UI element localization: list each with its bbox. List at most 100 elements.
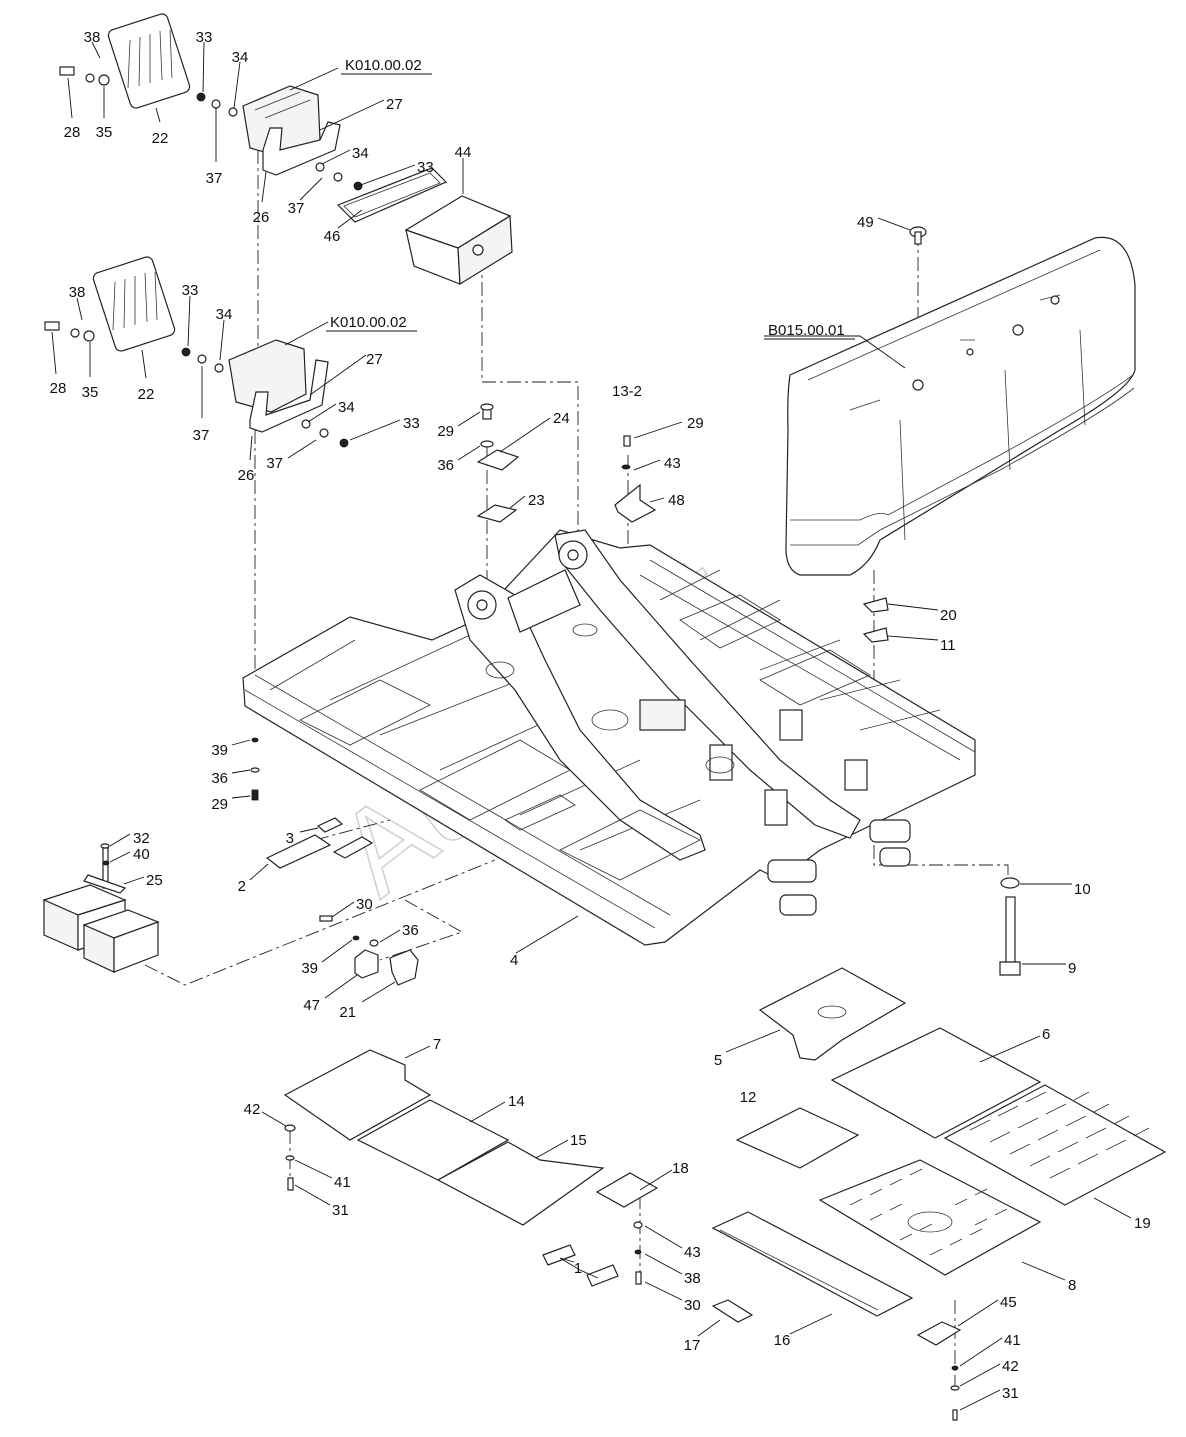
leader-line <box>644 1225 683 1249</box>
part-callout-label: 49 <box>857 214 874 231</box>
part-callout-label: 26 <box>238 467 255 484</box>
cover-box <box>336 167 513 286</box>
leader-line <box>959 1389 1001 1411</box>
part-callout-label: 37 <box>266 455 283 472</box>
part-callout-label: 38 <box>84 29 101 46</box>
part-callout-label: 33 <box>417 159 434 176</box>
part-callout-label: 34 <box>352 145 369 162</box>
part-callout-label: 32 <box>133 830 150 847</box>
leader-line <box>499 417 551 453</box>
part-callout-label: 33 <box>403 415 420 432</box>
leader-line <box>361 981 396 1003</box>
part-callout-label: 41 <box>334 1174 351 1191</box>
part-callout-label: 29 <box>687 415 704 432</box>
leader-line <box>764 335 906 369</box>
leader-line <box>877 217 911 231</box>
part-callout-label: 28 <box>64 124 81 141</box>
part-callout-label: 9 <box>1068 960 1076 977</box>
part-callout-label: 39 <box>301 960 318 977</box>
leader-line <box>457 411 481 427</box>
leader-line <box>309 354 367 396</box>
leader-line <box>141 349 147 379</box>
part-callout-label: 28 <box>50 380 67 397</box>
leader-line <box>559 1257 599 1279</box>
part-callout-label: 40 <box>133 846 150 863</box>
part-callout-label: 20 <box>940 607 957 624</box>
counterweight <box>785 226 1136 576</box>
part-callout-label: 48 <box>668 492 685 509</box>
leader-line <box>284 321 329 346</box>
leader-line <box>287 439 317 459</box>
leader-line <box>509 495 526 509</box>
leader-line <box>109 833 131 847</box>
small-parts <box>42 403 1167 1421</box>
leader-line <box>319 99 385 131</box>
leader-line <box>633 459 661 471</box>
leader-line <box>155 107 161 123</box>
leader-line <box>535 1139 569 1159</box>
leader-line <box>76 297 83 321</box>
leader-line <box>249 435 253 461</box>
leader-line <box>515 915 579 954</box>
leader-line <box>1093 1197 1132 1219</box>
part-callout-label: 7 <box>433 1036 441 1053</box>
part-callout-label: 23 <box>528 492 545 509</box>
part-callout-label: 6 <box>1042 1026 1050 1043</box>
leader-line <box>644 1253 683 1275</box>
part-callout-label: 29 <box>437 423 454 440</box>
leader-line <box>1021 1261 1066 1281</box>
part-callout-label: 33 <box>182 282 199 299</box>
part-callout-label: 21 <box>339 1004 356 1021</box>
part-callout-label: 42 <box>244 1101 261 1118</box>
part-callout-label: 35 <box>82 384 99 401</box>
leader-line <box>959 1337 1003 1367</box>
part-callout-label: 42 <box>1002 1358 1019 1375</box>
part-callout-label: 41 <box>1004 1332 1021 1349</box>
part-callout-label: 1 <box>574 1260 582 1277</box>
part-callout-label: 30 <box>684 1297 701 1314</box>
part-callout-label: 34 <box>216 306 233 323</box>
leader-line <box>337 209 363 229</box>
part-callout-label: 37 <box>193 427 210 444</box>
leader-line <box>299 827 319 833</box>
leader-line <box>979 1035 1041 1063</box>
part-callout-label: 19 <box>1134 1215 1151 1232</box>
leader-line <box>249 863 269 881</box>
part-callout-label: 38 <box>69 284 86 301</box>
work-light-upper <box>59 13 363 191</box>
work-light-lower <box>44 256 349 448</box>
leader-line <box>51 331 57 375</box>
leader-line <box>357 164 416 187</box>
part-callout-label: 37 <box>206 170 223 187</box>
part-callout-label: 5 <box>714 1052 722 1069</box>
leader-line <box>67 77 73 119</box>
part-callout-label: 4 <box>510 952 518 969</box>
part-callout-label: 26 <box>253 209 270 226</box>
leader-line <box>231 795 251 799</box>
part-callout-label: 27 <box>366 351 383 368</box>
part-callout-label: 45 <box>1000 1294 1017 1311</box>
leader-line <box>187 295 191 347</box>
part-callout-label: 27 <box>386 96 403 113</box>
part-callout-label: 2 <box>238 878 246 895</box>
part-callout-label: 33 <box>196 29 213 46</box>
leader-line <box>649 497 665 503</box>
part-callout-label: 8 <box>1068 1277 1076 1294</box>
part-callout-label: B015.00.01 <box>768 322 845 339</box>
part-callout-label: 34 <box>338 399 355 416</box>
leader-line <box>331 901 355 918</box>
part-callout-label: 30 <box>356 896 373 913</box>
leader-line <box>639 1169 673 1191</box>
part-callout-label: 12 <box>740 1089 757 1106</box>
part-callout-label: 22 <box>152 130 169 147</box>
part-callout-label: 22 <box>138 386 155 403</box>
leader-line <box>299 177 323 201</box>
leader-line <box>233 61 241 109</box>
leader-line <box>725 1029 781 1053</box>
leader-line <box>109 851 131 863</box>
part-callout-label: 31 <box>1002 1385 1019 1402</box>
leader-line <box>789 1313 833 1335</box>
leader-line <box>959 1363 1001 1387</box>
